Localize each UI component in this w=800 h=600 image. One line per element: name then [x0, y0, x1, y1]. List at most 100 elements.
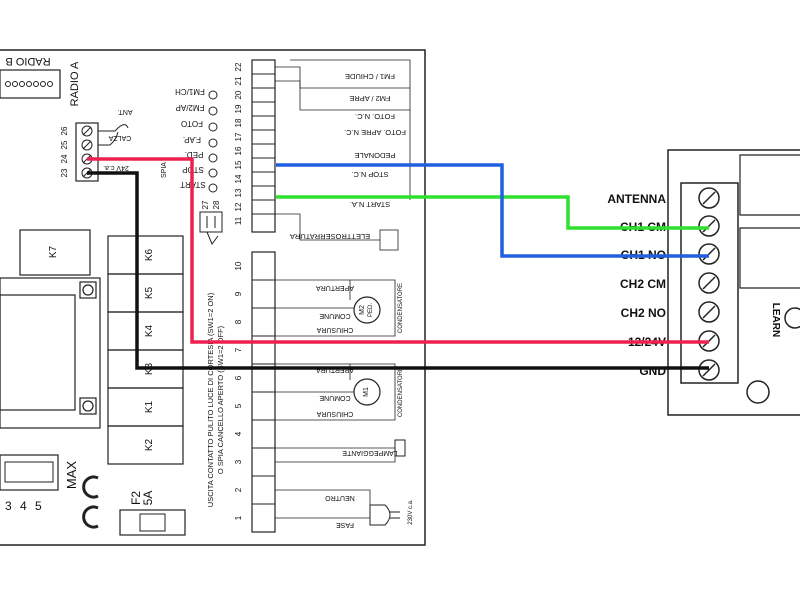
terminal-25: 25 [60, 140, 69, 149]
neutro-label: NEUTRO [325, 494, 355, 501]
courtesy-text-1: USCITA CONTATTO PULITO LUCE DI CORTESIA … [206, 292, 215, 507]
terminal-6: 6 [234, 375, 243, 380]
terminal-10: 10 [234, 261, 243, 270]
fase-label: FASE [336, 521, 354, 528]
left-terminal-block: 26 25 24 23 ANT. CALZA 24V c.a. [60, 108, 133, 182]
terminal-18: 18 [234, 118, 243, 127]
wire-black [87, 171, 709, 370]
label-foto-nc: FOTO. N.C. [355, 112, 395, 121]
terminal-11: 11 [234, 216, 243, 225]
label-pedonale: PEDONALE [355, 151, 396, 160]
terminal-27: 27 [201, 200, 210, 209]
calza-label: CALZA [108, 134, 131, 141]
relay-k6: K6 [144, 248, 155, 261]
terminal-16: 16 [234, 146, 243, 155]
terminal-17: 17 [234, 132, 243, 141]
trim-3: 3 [5, 499, 12, 513]
led-indicators: FM1/CH FM2/AP FOTO F.AP. PED. STOP START… [161, 87, 218, 193]
led-fap: F.AP. [183, 135, 201, 144]
ant-label: ANT. [117, 108, 132, 115]
relays [19, 229, 184, 465]
terminal-2: 2 [234, 487, 243, 492]
terminal-14: 14 [234, 174, 243, 183]
receiver-screws [698, 187, 720, 381]
lampeggiante-label: LAMPEGGIANTE [342, 449, 398, 456]
control-board [0, 49, 426, 546]
terminal-8: 8 [234, 319, 243, 324]
input-wiring [275, 59, 411, 251]
power-24v-label: 24V c.a. [103, 164, 129, 171]
m1-chiusura: CHIUSURA [316, 410, 353, 417]
receiver-module [667, 149, 800, 416]
relay-k4: K4 [144, 324, 155, 337]
terminal-20: 20 [234, 90, 243, 99]
terminal-7: 7 [234, 347, 243, 352]
receiver-antenna: ANTENNA [607, 192, 666, 206]
learn-label: LEARN [770, 303, 781, 337]
receiver-gnd: GND [639, 364, 666, 378]
m2-chiusura: CHIUSURA [316, 326, 353, 333]
motor-m2: M2 PED. APERTURA COMUNE CHIUSURA CONDENS… [275, 279, 404, 337]
m2-ped-label: PED. [368, 303, 374, 317]
m2-condensatore: CONDENSATORE [398, 283, 404, 333]
wire-green [276, 195, 709, 230]
receiver-ch2-cm: CH2 CM [620, 277, 666, 291]
terminal-strip-top: 22 21 20 19 18 17 16 15 14 13 12 11 [234, 59, 276, 233]
terminal-28: 28 [212, 200, 221, 209]
fuse-label-5a: 5A [141, 491, 155, 506]
terminal-24: 24 [60, 154, 69, 163]
label-fm1-chiude: FM1 / CHIUDE [345, 72, 395, 81]
m1-comune: COMUNE [319, 394, 350, 401]
terminal-4: 4 [234, 431, 243, 436]
terminal-22: 22 [234, 62, 243, 71]
m2-label: M2 [359, 305, 366, 315]
trim-5: 5 [35, 499, 42, 513]
radio-b-label: RADIO B [5, 55, 50, 67]
courtesy-text-2: O SPIA CANCELLO APERTO (SW1=2 OFF) [216, 325, 225, 474]
relay-k7: K7 [48, 245, 59, 258]
label-elettroserratura: ELETTROSERRATURA [290, 232, 370, 241]
radio-connector: RADIO B RADIO A [0, 55, 81, 106]
label-stop-nc: STOP N.C. [351, 170, 388, 179]
wire-red [87, 157, 709, 344]
label-foto-apre-nc: FOTO. APRE N.C. [344, 128, 406, 137]
relay-k5: K5 [144, 286, 155, 299]
relay-k1: K1 [144, 400, 155, 413]
m2-comune: COMUNE [319, 312, 350, 319]
terminal-1: 1 [234, 515, 243, 520]
trim-4: 4 [20, 499, 27, 513]
motor-m1: M1 APERTURA COMUNE CHIUSURA CONDENSATORE [275, 363, 404, 421]
radio-a-label: RADIO A [69, 61, 81, 106]
spia-label: SPIA [161, 162, 168, 178]
m1-label: M1 [363, 387, 370, 397]
terminal-strip-bottom: 10 9 8 7 6 5 4 3 2 1 [234, 251, 276, 533]
jumper-27-28: 27 28 [199, 200, 223, 245]
transformer [0, 277, 101, 429]
terminal-19: 19 [234, 104, 243, 113]
receiver-extras: LEARN [746, 303, 800, 404]
mains-230v-label: 230V c.a. [408, 499, 414, 525]
label-start-na: START N.A. [350, 200, 390, 209]
terminal-9: 9 [234, 291, 243, 296]
terminal-26: 26 [60, 126, 69, 135]
trim-max: MAX [64, 461, 79, 490]
led-fm2: FM2/AP [176, 103, 205, 112]
mains-power: NEUTRO FASE 230V c.a. [275, 489, 414, 528]
relay-k2: K2 [144, 438, 155, 451]
led-foto: FOTO [181, 119, 203, 128]
wire-blue [276, 163, 709, 258]
led-ped: PED. [185, 150, 204, 159]
m2-apertura: APERTURA [316, 284, 354, 291]
terminal-3: 3 [234, 459, 243, 464]
receiver-ch2-no: CH2 NO [621, 306, 666, 320]
terminal-12: 12 [234, 202, 243, 211]
terminal-15: 15 [234, 160, 243, 169]
fuse: F2 5A [119, 491, 186, 536]
flashing-light: LAMPEGGIANTE [275, 439, 406, 463]
terminal-23: 23 [60, 168, 69, 177]
terminal-13: 13 [234, 188, 243, 197]
label-fm2-apre: FM2 / APRE [349, 94, 390, 103]
terminal-21: 21 [234, 76, 243, 85]
terminal-5: 5 [234, 403, 243, 408]
m1-condensatore: CONDENSATORE [398, 367, 404, 417]
